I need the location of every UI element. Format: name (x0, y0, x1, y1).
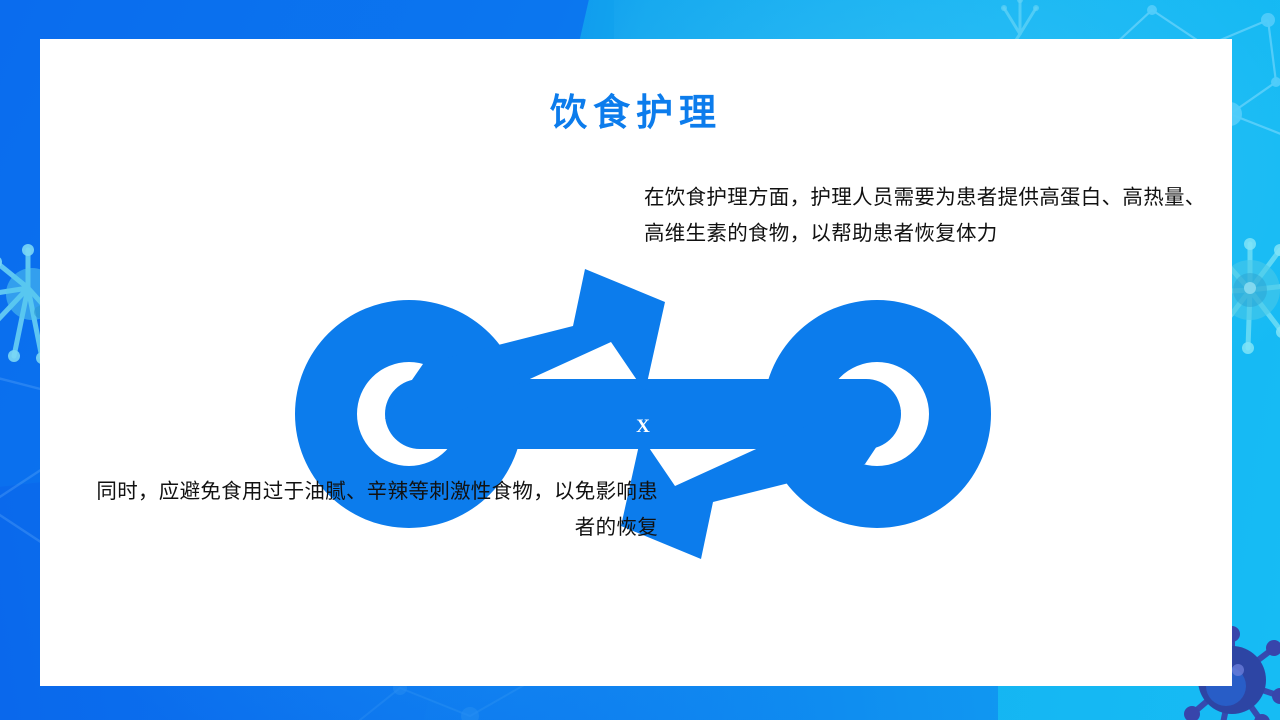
bottom-left-paragraph: 同时，应避免食用过于油腻、辛辣等刺激性食物，以免影响患者的恢复 (96, 479, 658, 539)
diagram-graphic: X (273, 214, 1013, 614)
connector-bar-icon (385, 379, 901, 449)
page-title: 饮食护理 (550, 91, 722, 134)
up-right-arrow-icon (385, 269, 665, 419)
two-way-arrow-rings-svg (295, 269, 991, 559)
slide-card: 饮食护理 X 在饮食护理方面，护理人员需要为患者提供高蛋白、高热量、高维生素的食… (40, 39, 1232, 686)
down-left-arrow-icon (621, 410, 901, 559)
top-right-paragraph: 在饮食护理方面，护理人员需要为患者提供高蛋白、高热量、高维生素的食物，以帮助患者… (644, 185, 1206, 245)
